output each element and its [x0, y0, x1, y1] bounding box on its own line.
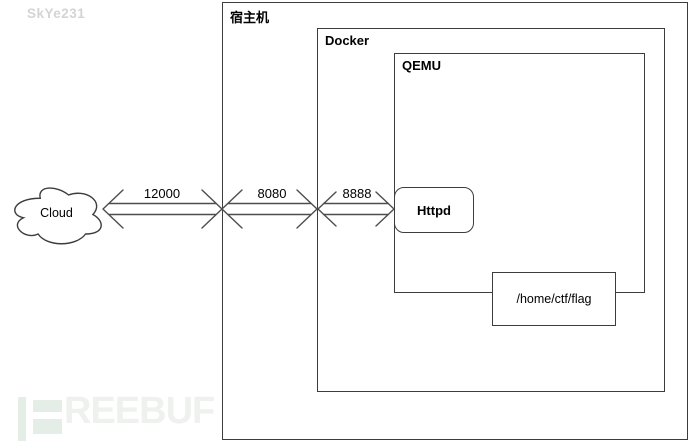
cloud-label: Cloud — [40, 206, 73, 220]
httpd-label: Httpd — [417, 202, 451, 218]
flag-path-box: /home/ctf/flag — [492, 272, 616, 326]
host-machine-label: 宿主机 — [230, 10, 270, 25]
qemu-label: QEMU — [402, 58, 441, 73]
freebuf-letters: REEBUF — [64, 390, 215, 432]
httpd-box: Httpd — [394, 187, 474, 233]
qemu-box: QEMU — [394, 53, 645, 293]
flag-path-label: /home/ctf/flag — [516, 292, 592, 306]
port-label-12000: 12000 — [143, 186, 181, 201]
watermark-freebuf-logo: REEBUF — [18, 390, 218, 441]
port-label-8888: 8888 — [342, 186, 372, 201]
docker-label: Docker — [325, 33, 370, 48]
freebuf-logo-bar-top — [33, 400, 62, 412]
freebuf-logo-bar-bottom — [33, 419, 62, 434]
freebuf-logo-bar-vertical — [18, 397, 26, 441]
port-label-8080: 8080 — [257, 186, 287, 201]
watermark-skye231: SkYe231 — [27, 6, 86, 21]
